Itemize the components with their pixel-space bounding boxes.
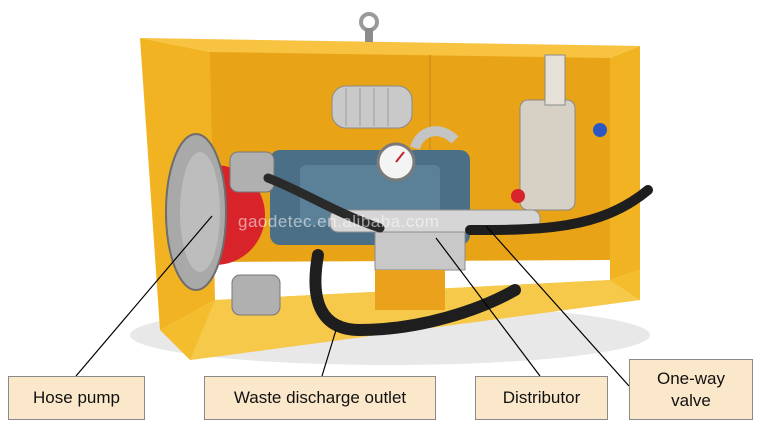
callout-waste-discharge-outlet: Waste discharge outlet xyxy=(204,376,436,420)
pointer-distributor xyxy=(435,237,541,377)
pump-fitting-bottom xyxy=(231,274,281,316)
callout-one-way-valve: One-way valve xyxy=(629,359,753,420)
distributor-block xyxy=(374,229,466,271)
lifting-eye xyxy=(359,12,379,32)
callout-hose-pump: Hose pump xyxy=(8,376,145,420)
pointer-hose-pump xyxy=(75,215,213,377)
watermark-text: gaodetec.en.alibaba.com xyxy=(238,212,440,231)
frame-right-panel xyxy=(610,46,640,280)
pump-fitting-top xyxy=(229,151,275,193)
frame-top xyxy=(140,38,640,58)
pointer-waste-outlet xyxy=(321,329,337,377)
waste-discharge-hose xyxy=(309,249,521,337)
callout-hose-pump-text: Hose pump xyxy=(33,388,120,407)
callout-distributor: Distributor xyxy=(475,376,608,420)
air-regulator xyxy=(519,99,576,211)
black-supply-hose xyxy=(465,185,653,235)
pointer-one-way-valve xyxy=(485,225,630,387)
callout-one-way-valve-text: One-way valve xyxy=(656,368,726,410)
callout-waste-discharge-outlet-text: Waste discharge outlet xyxy=(233,388,407,407)
callout-distributor-text: Distributor xyxy=(502,388,581,407)
silencer xyxy=(331,85,413,129)
